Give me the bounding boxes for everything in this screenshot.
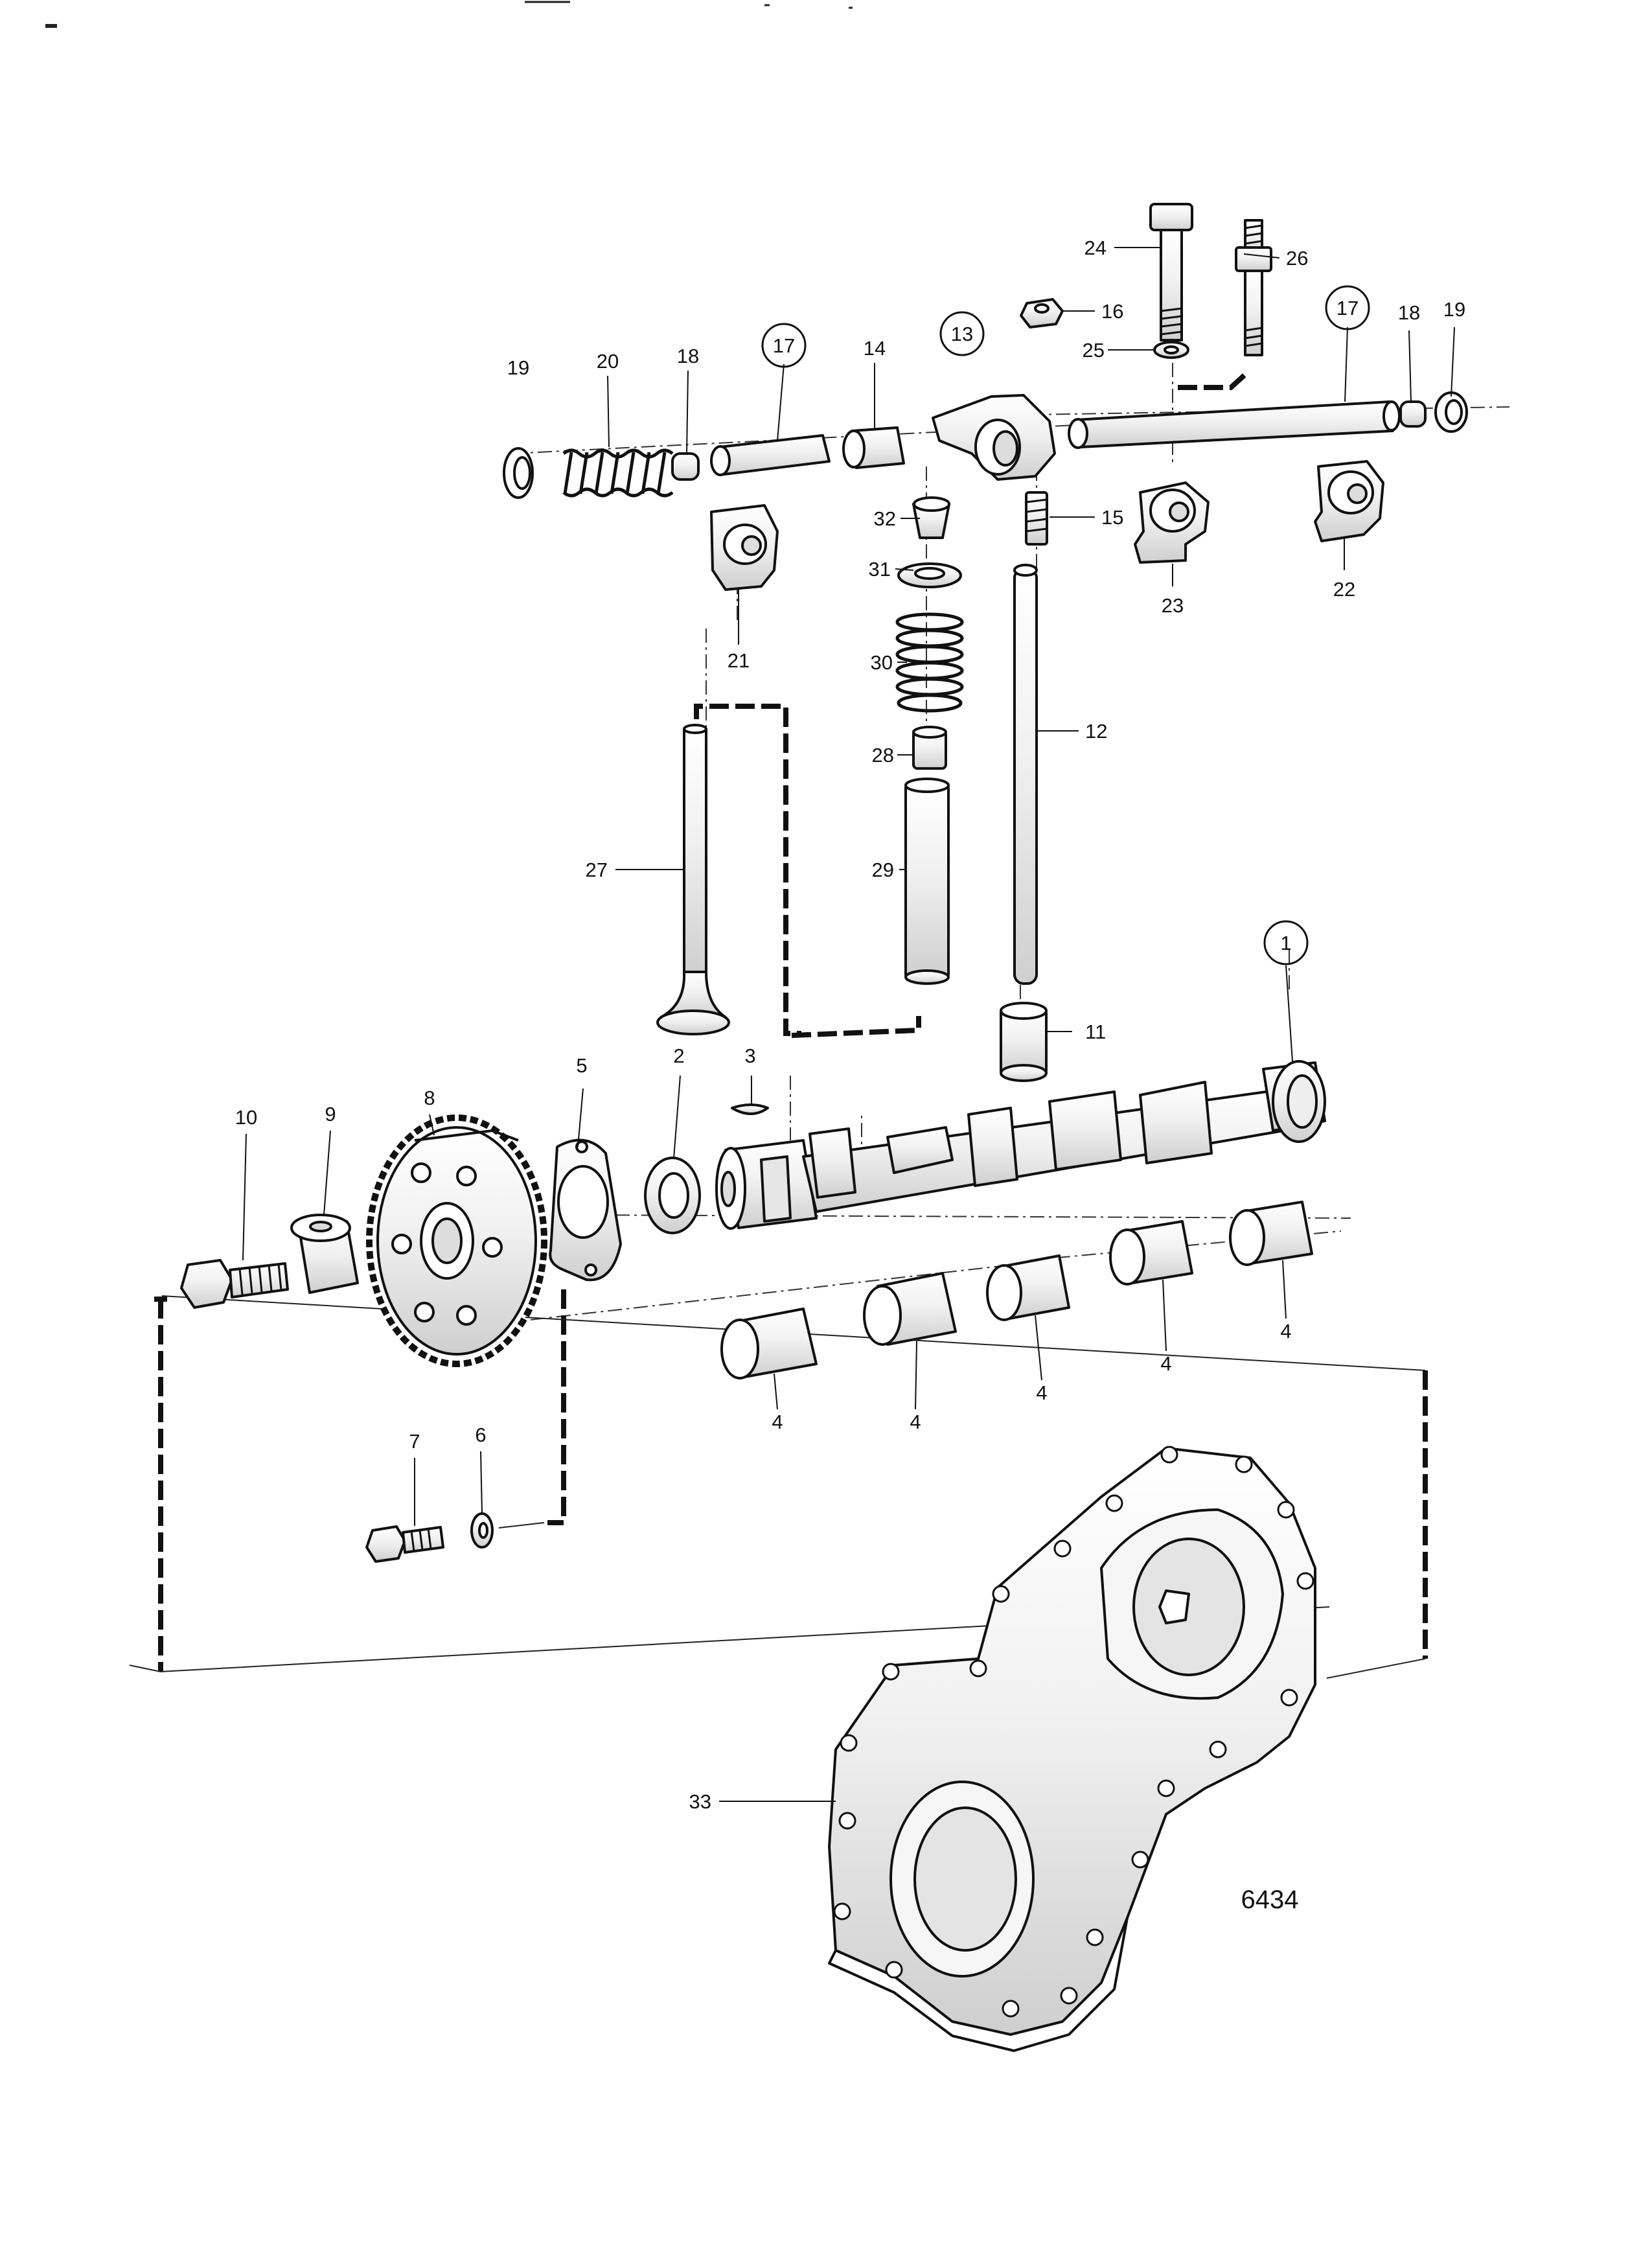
label-32: 32 xyxy=(874,507,896,530)
woodruff-key xyxy=(731,1103,769,1115)
bracket-bolt xyxy=(1149,203,1193,341)
label-28: 28 xyxy=(872,744,894,767)
engine-valve xyxy=(656,724,730,1035)
spring-seat xyxy=(897,562,962,588)
rocker-bracket-middle xyxy=(1134,481,1210,564)
bracket-stud xyxy=(1235,219,1272,356)
valve-guide xyxy=(904,778,950,985)
label-33: 33 xyxy=(689,1790,711,1813)
camshaft-bearing-1 xyxy=(720,1308,818,1379)
label-26: 26 xyxy=(1286,247,1308,270)
label-25: 25 xyxy=(1083,339,1105,362)
camshaft-bearing-4 xyxy=(1109,1220,1193,1286)
label-9: 9 xyxy=(325,1103,336,1125)
timing-gear-cover xyxy=(828,1446,1316,2052)
label-13: 13 xyxy=(951,323,973,345)
thrust-washer xyxy=(644,1157,701,1234)
valve-spring-cap xyxy=(912,496,950,539)
label-7: 7 xyxy=(409,1430,420,1453)
label-23: 23 xyxy=(1162,594,1184,617)
label-19a: 19 xyxy=(507,356,529,379)
label-20: 20 xyxy=(597,350,619,373)
circlip-right xyxy=(1434,391,1468,433)
label-17a: 17 xyxy=(773,334,795,357)
label-16: 16 xyxy=(1101,300,1123,323)
label-4a: 4 xyxy=(772,1411,783,1433)
label-14: 14 xyxy=(864,337,886,360)
label-5: 5 xyxy=(576,1054,587,1077)
label-31: 31 xyxy=(869,558,891,581)
spacer-ring-right xyxy=(1399,400,1427,428)
camshaft-bearing-3 xyxy=(986,1254,1070,1321)
label-24: 24 xyxy=(1084,236,1107,259)
label-8: 8 xyxy=(424,1087,435,1109)
label-4b: 4 xyxy=(910,1411,921,1433)
spacer-ring-left xyxy=(671,452,700,481)
camshaft-gear xyxy=(366,1114,547,1367)
label-4e: 4 xyxy=(1280,1320,1291,1343)
lock-washer xyxy=(470,1512,494,1549)
label-21: 21 xyxy=(728,649,750,672)
label-12: 12 xyxy=(1085,720,1107,743)
label-11: 11 xyxy=(1085,1021,1106,1043)
thrust-flange xyxy=(549,1138,622,1282)
valve-spring xyxy=(895,612,964,713)
gear-bolt xyxy=(180,1259,289,1309)
callout-circles xyxy=(761,285,1370,965)
leader-lines xyxy=(242,247,1455,1802)
rocker-spring xyxy=(562,448,674,498)
push-rod xyxy=(1013,564,1038,985)
label-18b: 18 xyxy=(1398,301,1420,324)
label-15: 15 xyxy=(1101,506,1123,529)
adjusting-nut xyxy=(1020,298,1064,329)
label-2: 2 xyxy=(673,1044,684,1067)
label-29: 29 xyxy=(872,859,894,881)
rocker-arm xyxy=(932,394,1056,481)
valve-guide-seal xyxy=(912,726,947,770)
scan-marks xyxy=(45,1,853,28)
figure-number: 6434 xyxy=(1241,1886,1299,1914)
rocker-bracket-right xyxy=(1314,460,1384,542)
valve-tappet xyxy=(1000,1002,1048,1082)
bolt-washer xyxy=(1153,341,1189,359)
rocker-bushing xyxy=(842,426,905,469)
flange-bolt xyxy=(365,1525,444,1563)
label-10: 10 xyxy=(235,1106,257,1129)
label-4c: 4 xyxy=(1036,1381,1047,1404)
camshaft-bearing-2 xyxy=(863,1272,957,1346)
label-3: 3 xyxy=(744,1044,755,1067)
label-22: 22 xyxy=(1333,578,1355,601)
circlip-left xyxy=(503,447,534,499)
label-1: 1 xyxy=(1280,932,1291,954)
label-17b: 17 xyxy=(1337,297,1359,319)
rocker-shaft-long xyxy=(1068,400,1401,449)
label-6: 6 xyxy=(475,1424,486,1446)
camshaft xyxy=(715,1060,1326,1230)
rocker-shaft-short xyxy=(710,434,831,476)
label-18a: 18 xyxy=(677,345,699,367)
gear-spacer xyxy=(290,1214,359,1294)
rocker-bracket-left xyxy=(710,504,779,591)
label-4d: 4 xyxy=(1160,1352,1171,1375)
label-19b: 19 xyxy=(1443,298,1465,321)
reference-labels: 1 2 3 4 4 4 4 4 5 6 7 8 9 10 11 12 13 14… xyxy=(235,236,1465,1813)
label-30: 30 xyxy=(871,651,893,674)
label-27: 27 xyxy=(586,859,608,881)
camshaft-bearing-5 xyxy=(1229,1201,1313,1266)
adjusting-screw xyxy=(1025,491,1048,546)
assembly-connectors xyxy=(154,373,1428,1672)
